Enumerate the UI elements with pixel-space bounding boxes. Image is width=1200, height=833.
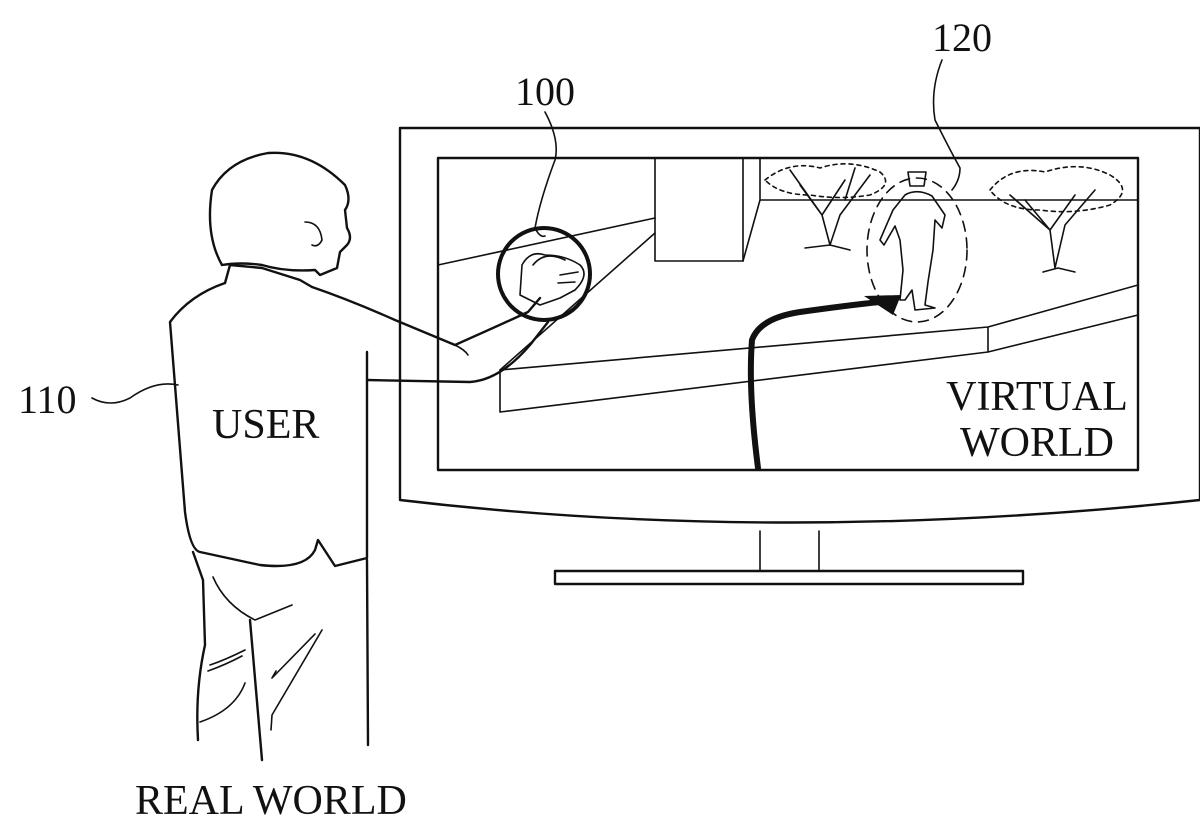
user-collar <box>223 263 314 289</box>
movement-path-arrow <box>747 299 883 471</box>
virtual-world-label-line2: WORLD <box>960 420 1114 466</box>
virtual-wall-diagonal <box>499 232 656 371</box>
user-arm <box>310 285 542 347</box>
user-pants-folds <box>199 576 323 731</box>
tree-right-icon <box>989 165 1124 273</box>
leader-line-100 <box>534 111 558 238</box>
user-arm-lower <box>365 320 550 384</box>
virtual-scene <box>437 157 1139 471</box>
user-ear-icon <box>304 221 323 247</box>
ref-label-110: 110 <box>18 377 77 422</box>
monitor-bezel <box>398 126 1200 524</box>
user-head <box>208 151 352 277</box>
monitor-screen <box>436 156 1140 472</box>
ref-label-120: 120 <box>932 15 992 60</box>
leader-line-110 <box>91 383 179 404</box>
tree-left-icon <box>764 163 887 251</box>
virtual-sidewalk <box>499 284 1139 413</box>
virtual-world-label-line1: VIRTUAL <box>946 374 1128 420</box>
hand-highlight-circle <box>496 226 592 322</box>
virtual-character-highlight <box>866 177 968 323</box>
user-elbow-crease <box>454 344 469 356</box>
virtual-world-label: VIRTUAL WORLD <box>937 376 1137 464</box>
user-torso <box>168 281 369 568</box>
ref-label-100: 100 <box>515 69 575 114</box>
user-legs <box>191 550 370 762</box>
user-figure <box>168 151 550 762</box>
monitor-stand-base <box>553 569 1025 586</box>
real-world-label: REAL WORLD <box>135 778 407 824</box>
user-label: USER <box>212 402 320 448</box>
movement-arrowhead-icon <box>864 295 901 315</box>
virtual-building <box>654 157 744 262</box>
user-hand-icon <box>519 252 585 306</box>
monitor-stand-neck <box>759 530 820 572</box>
leader-line-120 <box>932 59 961 191</box>
virtual-building-side <box>742 157 761 262</box>
virtual-wall-top <box>437 217 656 266</box>
virtual-character-icon <box>879 171 946 311</box>
